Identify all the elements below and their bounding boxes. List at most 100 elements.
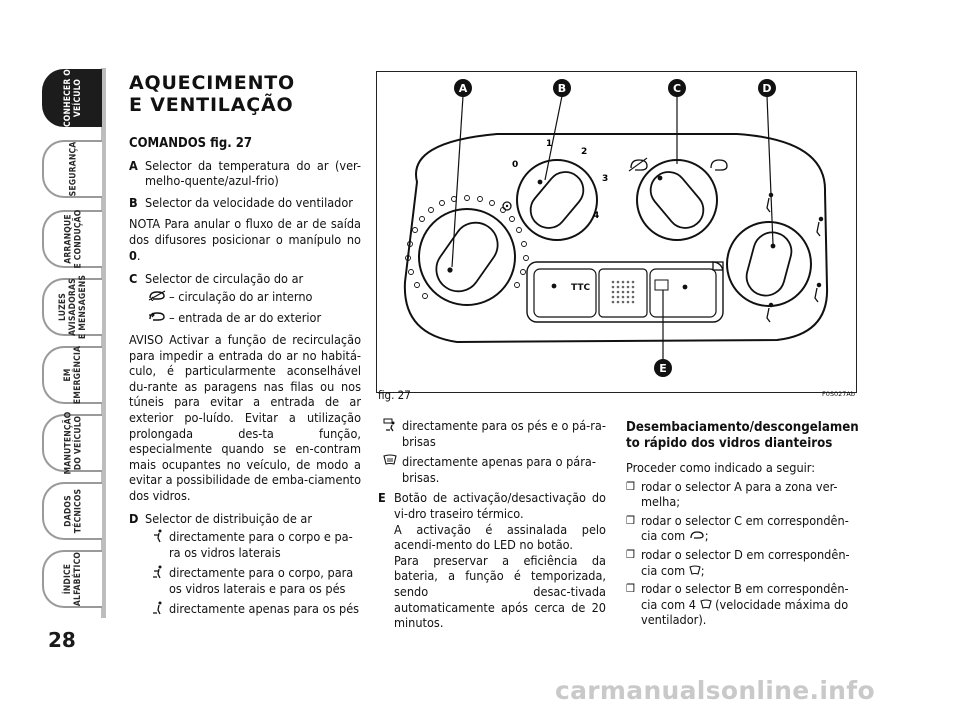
- defrost-intro: Proceder como indicado a seguir:: [626, 460, 816, 475]
- item-key: B: [129, 194, 138, 210]
- nota-zero: 0: [129, 247, 137, 263]
- item-key: D: [129, 511, 139, 527]
- watermark: carmanualsonline.info: [555, 676, 875, 705]
- tab-label: EM EMERGÊNCIA: [63, 345, 84, 405]
- tab-label: CONHECER O VEÍCULO: [63, 68, 83, 128]
- fan-scale-2: 2: [581, 147, 587, 157]
- tab-label: SEGURANÇA: [67, 141, 78, 197]
- label-a: A: [459, 82, 468, 95]
- item-text: Selector da temperatura do ar (ver-melho…: [145, 157, 361, 189]
- column-right: Desembaciamento/descongelamen to rápido …: [626, 420, 860, 631]
- checkbox-bullet-icon: ❒: [626, 582, 635, 596]
- label-d: D: [762, 82, 771, 95]
- knob-d-distribution[interactable]: [726, 221, 812, 307]
- windscreen-defrost-icon: [378, 454, 402, 485]
- tab-luzes-avisadoras[interactable]: LUZES AVISADORAS E MENSAGENS: [42, 274, 102, 340]
- item-d-sub-text: directamente para o corpo e pa-ra os vid…: [169, 529, 353, 560]
- item-d-sub-feet-windscreen: directamente para os pés e o pá-ra-brisa…: [378, 418, 606, 449]
- aviso-paragraph: AVISO Activar a função de recirculação p…: [129, 331, 361, 503]
- fan-scale-4: 4: [593, 211, 599, 221]
- item-text: Selector da velocidade do ventilador: [145, 194, 353, 210]
- fresh-air-icon: [145, 310, 169, 327]
- column-left: AQUECIMENTO E VENTILAÇÃO COMANDOS fig. 2…: [129, 72, 361, 625]
- tab-label: LUZES AVISADORAS E MENSAGENS: [58, 274, 89, 340]
- knob-c-recirculation[interactable]: [636, 159, 718, 241]
- item-c-sub-text: – circulação do ar interno: [169, 288, 313, 304]
- item-d-sub-body: directamente para o corpo e pa-ra os vid…: [145, 529, 361, 560]
- fresh-air-icon-panel: [710, 159, 728, 171]
- figure-code: F0S027Ab: [822, 390, 855, 398]
- step-3: ❒ rodar o selector D em correspondên-cia …: [626, 547, 860, 578]
- item-d-sub-feet: directamente apenas para os pés: [145, 601, 361, 620]
- callout-b: B: [544, 79, 571, 181]
- step-text: rodar o selector C em correspondên-cia c…: [641, 512, 849, 544]
- fan-scale-0: 0: [512, 160, 518, 170]
- tab-em-emergencia[interactable]: EM EMERGÊNCIA: [42, 346, 102, 404]
- title-line-1: AQUECIMENTO: [129, 72, 295, 94]
- tab-arranque-conducao[interactable]: ARRANQUE E CONDUÇÃO: [42, 210, 102, 269]
- knob-a-temperature[interactable]: [418, 208, 516, 306]
- recirculation-icon: [145, 289, 169, 306]
- tab-indice-alfabetico[interactable]: ÍNDICE ALFABÉTICO: [42, 550, 102, 608]
- fan-scale-3: 3: [602, 174, 608, 184]
- item-d-sub-text: directamente para o corpo, para os vidro…: [169, 565, 354, 596]
- checkbox-bullet-icon: ❒: [626, 547, 635, 561]
- ttc-label: TTC: [571, 283, 590, 293]
- step-text: rodar o selector A para a zona ver-melha…: [641, 478, 838, 510]
- step-2: ❒ rodar o selector C em correspondên-cia …: [626, 513, 860, 544]
- knob-b-fan-speed[interactable]: [516, 159, 598, 241]
- tab-conhecer-veiculo[interactable]: CONHECER O VEÍCULO: [42, 69, 102, 127]
- rear-defrost-led: [682, 284, 688, 290]
- nota-paragraph: NOTA Para anular o fluxo de ar de saída …: [129, 216, 361, 263]
- item-e-text-3: Para preservar a eficiência da bateria, …: [394, 552, 606, 631]
- tab-manutencao[interactable]: MANUTENÇÃO DO VEÍCULO: [42, 411, 102, 475]
- label-e: E: [659, 362, 667, 375]
- item-text: Selector de distribuição de ar: [145, 511, 312, 527]
- tab-label: ÍNDICE ALFABÉTICO: [63, 551, 83, 607]
- body-airflow-icon: [145, 529, 169, 560]
- step-1: ❒ rodar o selector A para a zona ver-melh…: [626, 479, 860, 510]
- fan-off-icon: [502, 201, 512, 211]
- item-key: E: [378, 490, 386, 506]
- tab-dados-tecnicos[interactable]: DADOS TÉCNICOS: [42, 482, 102, 540]
- step-text-wrap: rodar o selector C em correspondên-cia c…: [641, 512, 849, 544]
- item-e-text-1: Botão de activação/desactivação do vi-dr…: [394, 490, 606, 521]
- feet-airflow-icon: [145, 601, 169, 620]
- checkbox-bullet-icon: ❒: [626, 479, 635, 493]
- item-c-sub-fresh: – entrada de ar do exterior: [145, 310, 361, 327]
- fan-scale-1: 1: [546, 139, 552, 149]
- ttc-led: [551, 283, 557, 289]
- item-a: A Selector da temperatura do ar (ver-mel…: [129, 158, 361, 189]
- figure-27-climate-panel: TTC 0 1 2 3 4: [376, 71, 857, 393]
- step-text-wrap: rodar o selector D em correspondên-cia c…: [641, 546, 850, 578]
- step-text-wrap: rodar o selector B em correspondên-cia c…: [641, 581, 860, 628]
- feet-windscreen-airflow-icon: [378, 418, 402, 449]
- chapter-tabs: CONHECER O VEÍCULO SEGURANÇA ARRANQUE E …: [0, 0, 108, 709]
- step-text: rodar o selector B em correspondên-cia c…: [641, 581, 849, 612]
- step-4: ❒ rodar o selector B em correspondên-cia …: [626, 581, 860, 628]
- page-title: AQUECIMENTO E VENTILAÇÃO: [129, 72, 361, 116]
- defrost-heading: Desembaciamento/descongelamen to rápido …: [626, 420, 859, 451]
- item-text: Selector de circulação do ar: [145, 271, 304, 287]
- callout-e: E: [654, 290, 672, 377]
- item-d: D Selector de distribuição de ar: [129, 511, 361, 527]
- ttc-button[interactable]: [533, 268, 597, 318]
- checkbox-bullet-icon: ❒: [626, 513, 635, 527]
- rear-defrost-button[interactable]: [649, 268, 717, 318]
- climate-control-drawing: TTC 0 1 2 3 4: [403, 79, 829, 377]
- item-c-sub-text: – entrada de ar do exterior: [169, 310, 322, 326]
- item-key: A: [129, 157, 138, 173]
- nota-text: NOTA Para anular o fluxo de ar de saída …: [129, 216, 361, 247]
- item-b: B Selector da velocidade do ventilador: [129, 195, 361, 211]
- fresh-air-icon: [690, 531, 704, 540]
- section-subtitle: COMANDOS fig. 27: [129, 136, 252, 151]
- item-e-body: Botão de activação/desactivação do vi-dr…: [394, 490, 606, 630]
- step-text: rodar o selector D em correspondên-cia c…: [641, 546, 850, 578]
- item-key: C: [129, 271, 138, 287]
- tab-label: DADOS TÉCNICOS: [62, 488, 83, 534]
- recirculation-icon-panel: [628, 157, 648, 172]
- tab-seguranca[interactable]: SEGURANÇA: [42, 140, 102, 198]
- label-c: C: [673, 82, 681, 95]
- page-number: 28: [48, 628, 76, 652]
- callout-a: A: [451, 79, 472, 268]
